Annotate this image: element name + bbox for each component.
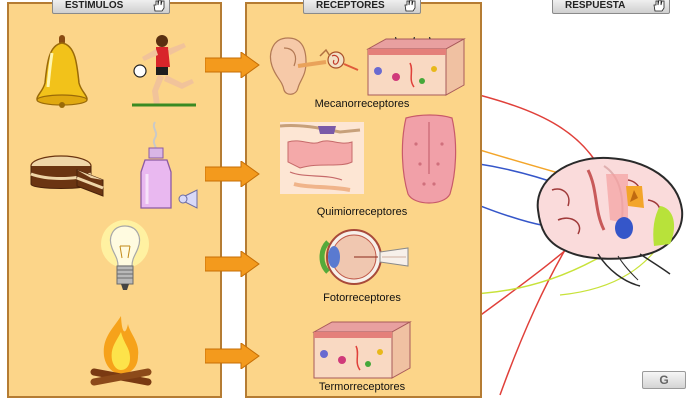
soccer-player-icon[interactable] bbox=[128, 33, 200, 109]
brain-icon bbox=[536, 156, 684, 287]
skin-section-icon[interactable] bbox=[312, 320, 412, 380]
cake-icon[interactable] bbox=[27, 148, 107, 204]
fotorreceptores-label[interactable]: Fotorreceptores bbox=[323, 292, 401, 304]
arrow-mecano bbox=[205, 52, 260, 78]
quimiorreceptores-label[interactable]: Quimiorreceptores bbox=[316, 206, 408, 218]
arrow-termo bbox=[205, 343, 260, 369]
estimulos-tab[interactable]: ESTÍMULOS bbox=[52, 0, 170, 14]
respuesta-tab[interactable]: RESPUESTA bbox=[552, 0, 670, 14]
perfume-bottle-icon[interactable] bbox=[135, 120, 207, 215]
ear-icon[interactable] bbox=[266, 36, 362, 98]
bell-icon[interactable] bbox=[33, 33, 91, 109]
reload-button[interactable]: G bbox=[642, 371, 686, 389]
estimulos-tab-label: ESTÍMULOS bbox=[65, 0, 124, 11]
nose-section-icon[interactable] bbox=[280, 122, 364, 194]
arrow-foto bbox=[205, 251, 260, 277]
light-bulb-icon[interactable] bbox=[100, 218, 150, 298]
receptores-tab-label: RECEPTORES bbox=[316, 0, 385, 11]
campfire-icon[interactable] bbox=[90, 312, 152, 388]
hand-pointer-icon bbox=[153, 0, 165, 12]
eye-icon[interactable] bbox=[318, 224, 410, 290]
hand-pointer-icon bbox=[404, 0, 416, 12]
receptores-tab[interactable]: RECEPTORES bbox=[303, 0, 421, 14]
hand-pointer-icon bbox=[653, 0, 665, 12]
arrow-quimio bbox=[205, 161, 260, 187]
termorreceptores-label[interactable]: Termorreceptores bbox=[318, 381, 406, 393]
mecanorreceptores-label[interactable]: Mecanorreceptores bbox=[314, 98, 410, 110]
reload-icon: G bbox=[659, 373, 669, 387]
tongue-icon[interactable] bbox=[400, 114, 458, 206]
skin-section-icon[interactable] bbox=[366, 37, 466, 97]
respuesta-tab-label: RESPUESTA bbox=[565, 0, 626, 11]
